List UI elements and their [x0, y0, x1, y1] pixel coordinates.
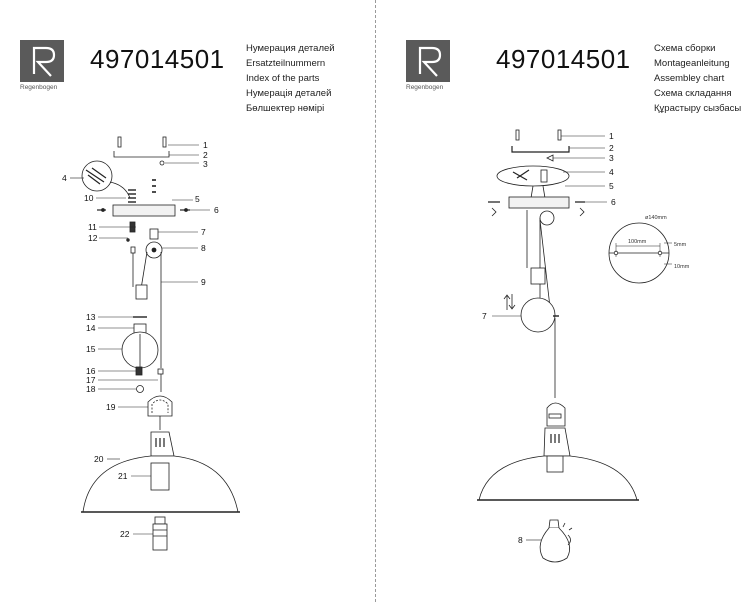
logo-mark	[20, 40, 64, 82]
parts-index-panel: Regenbogen 497014501 Нумерация деталей E…	[20, 40, 335, 551]
title-de: Montageanleitung	[654, 58, 730, 69]
brand-logo: Regenbogen	[406, 40, 464, 94]
exploded-view-drawing: 1 2 3 4 5 6 7 8 9 10 11 12 13 14 15 16 1…	[62, 136, 240, 551]
brand-name: Regenbogen	[406, 84, 444, 91]
light-bulb	[539, 527, 571, 563]
part-label: 7	[482, 311, 487, 321]
assembly-labels: 1 2 3 4 5 6 7 8	[482, 131, 616, 545]
part-label: 14	[86, 323, 96, 333]
part-label: 3	[203, 159, 208, 169]
logo-mark	[406, 40, 450, 82]
logo-r-icon	[32, 46, 56, 77]
title-ru: Нумерация деталей	[246, 43, 335, 54]
title-ru: Схема сборки	[654, 43, 716, 54]
title-ua: Схема складання	[654, 88, 732, 99]
assembly-drawing: 1 2 3 4 5 6 7 8 ø140mm 100mm 5mm 10mm	[477, 129, 690, 563]
part-label: 22	[120, 529, 130, 539]
cable-clamp	[147, 395, 173, 417]
part-label: 6	[611, 197, 616, 207]
dimension-labels: ø140mm 100mm 5mm 10mm	[628, 215, 690, 270]
part-label: 4	[62, 173, 67, 183]
part-label: 17	[86, 375, 96, 385]
part-label: 1	[609, 131, 614, 141]
part-label: 7	[201, 227, 206, 237]
logo-r-icon	[418, 46, 442, 77]
title-ua: Нумерація деталей	[246, 88, 332, 99]
weight-clamp	[135, 284, 148, 300]
part-label: 10	[84, 193, 94, 203]
title-kz: Бөлшектер нөмірі	[246, 103, 325, 114]
article-number: 497014501	[496, 44, 631, 74]
part-label: 3	[609, 153, 614, 163]
title-list: Схема сборки Montageanleitung Assembley …	[654, 41, 741, 116]
title-kz: Құрастыру сызбасы	[654, 103, 742, 114]
shade-neck	[150, 431, 175, 457]
part-label: 13	[86, 312, 96, 322]
title-list: Нумерация деталей Ersatzteilnummern Inde…	[246, 41, 335, 116]
part-label: 5	[195, 194, 200, 204]
part-label: 4	[609, 167, 614, 177]
screw-part	[117, 136, 167, 148]
part-label: 1	[203, 140, 208, 150]
article-number: 497014501	[90, 44, 225, 74]
part-label: 21	[118, 471, 128, 481]
title-en: Assembley chart	[654, 73, 725, 84]
terminal-detail-circle	[81, 160, 113, 192]
canopy-wiring-ellipse	[496, 165, 570, 187]
diameter-label: ø140mm	[645, 215, 667, 221]
assembly-chart-panel: Regenbogen 497014501 Схема сборки Montag…	[375, 0, 750, 602]
part-label: 5	[609, 181, 614, 191]
part-number-labels: 1 2 3 4 5 6 7 8 9 10 11 12 13 14 15 16 1…	[62, 140, 219, 539]
part-label: 19	[106, 402, 116, 412]
bulb-socket	[152, 523, 168, 551]
brand-name: Regenbogen	[20, 84, 58, 91]
part-label: 20	[94, 454, 104, 464]
canopy	[112, 204, 176, 217]
counterweight-ball	[520, 297, 556, 333]
inner-socket	[150, 462, 170, 491]
part-label: 12	[88, 233, 98, 243]
part-label: 11	[88, 222, 97, 232]
part-label: 9	[201, 277, 206, 287]
mounting-bracket	[113, 151, 170, 158]
title-en: Index of the parts	[246, 73, 320, 84]
part-label: 6	[214, 205, 219, 215]
depth-label: 10mm	[674, 264, 690, 270]
canopy	[508, 196, 570, 209]
terminal-block	[128, 189, 136, 203]
part-label: 18	[86, 384, 96, 394]
brand-logo: Regenbogen	[20, 40, 78, 94]
part-label: 2	[609, 143, 614, 153]
part-label: 8	[518, 535, 523, 545]
page-divider	[375, 0, 376, 602]
shade-neck	[543, 427, 571, 457]
part-label: 2	[203, 150, 208, 160]
offset-label: 5mm	[674, 242, 687, 248]
hook-part	[149, 228, 159, 240]
part-label: 16	[86, 366, 96, 376]
part-label: 15	[86, 344, 96, 354]
width-label: 100mm	[628, 239, 647, 245]
title-de: Ersatzteilnummern	[246, 58, 326, 69]
part-label: 8	[201, 243, 206, 253]
